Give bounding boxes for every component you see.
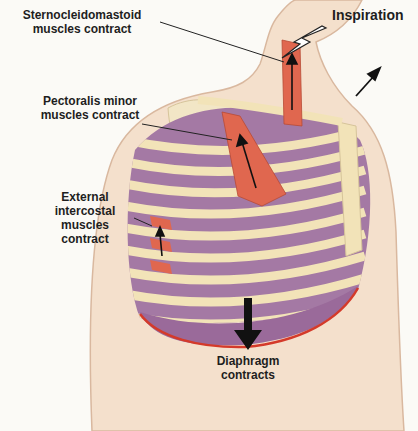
air-arrow [282, 26, 326, 58]
muscle-label: Diaphragm contracts [188, 354, 308, 382]
sternum [338, 122, 362, 256]
expansion-arrow [356, 68, 380, 96]
diaphragm-arrow [234, 298, 262, 350]
body-outline [90, 0, 404, 431]
intercostal-muscles [150, 216, 172, 274]
diagram-title: Inspiration [332, 8, 404, 22]
leader-lines [134, 22, 284, 226]
contraction-arrows [156, 54, 297, 256]
muscle-label: Sternocleidomastoid muscles contract [6, 8, 158, 36]
clavicle [198, 100, 342, 122]
muscle-label: Pectoralis minor muscles contract [40, 94, 140, 122]
muscle-label: External intercostal muscles contract [38, 190, 132, 246]
pectoralis-minor-muscle [222, 112, 286, 206]
